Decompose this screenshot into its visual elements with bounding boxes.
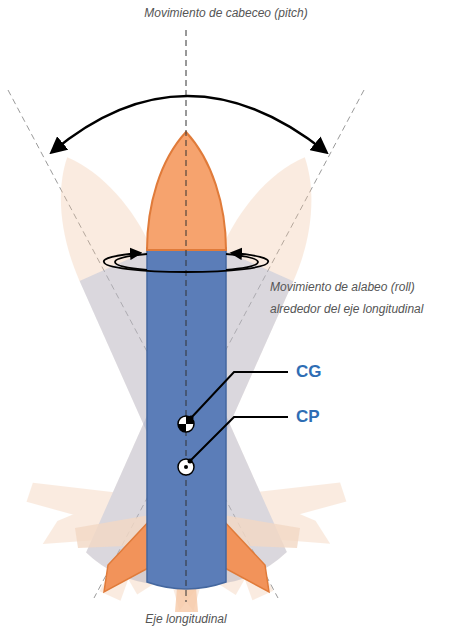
axis-label: Eje longitudinal xyxy=(106,608,266,630)
pitch-label: Movimiento de cabeceo (pitch) xyxy=(96,2,356,24)
cp-label: CP xyxy=(296,407,356,427)
cg-label: CG xyxy=(296,362,356,382)
roll-label: Movimiento de alabeo (roll) alrededor de… xyxy=(270,276,448,320)
